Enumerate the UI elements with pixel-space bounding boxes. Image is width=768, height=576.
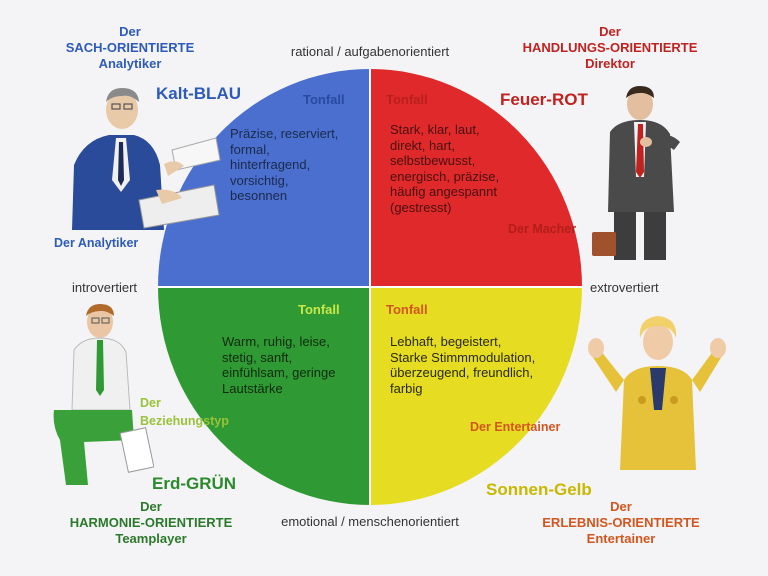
green-role-label: Der Beziehungstyp bbox=[140, 394, 229, 430]
blue-corner-line-2: SACH-ORIENTIERTE bbox=[65, 40, 195, 55]
axis-left-label: introvertiert bbox=[72, 280, 138, 295]
entertainer-illustration bbox=[588, 316, 726, 470]
teamplayer-illustration bbox=[53, 304, 154, 485]
yellow-role-label: Der Entertainer bbox=[470, 420, 561, 434]
red-corner-heading: Der HANDLUNGS-ORIENTIERTE Direktor bbox=[490, 24, 730, 72]
red-type-name: Feuer-ROT bbox=[500, 90, 588, 109]
quadrant-red bbox=[370, 69, 582, 287]
red-corner-line-2: HANDLUNGS-ORIENTIERTE bbox=[522, 40, 698, 55]
yellow-tonfall-heading: Tonfall bbox=[386, 302, 428, 317]
green-role-line-1: Der bbox=[140, 396, 161, 410]
green-corner-line-2: HARMONIE-ORIENTIERTE bbox=[69, 515, 233, 530]
green-description: Warm, ruhig, leise, stetig, sanft, einfü… bbox=[222, 334, 336, 396]
blue-corner-line-3: Analytiker bbox=[98, 56, 162, 71]
red-tonfall-heading: Tonfall bbox=[386, 92, 428, 107]
yellow-description: Lebhaft, begeistert, Starke Stimmmodulat… bbox=[390, 334, 536, 396]
director-illustration bbox=[592, 86, 680, 260]
blue-tonfall-heading: Tonfall bbox=[303, 92, 345, 107]
green-corner-heading: Der HARMONIE-ORIENTIERTE Teamplayer bbox=[40, 499, 262, 547]
axis-bottom-label: emotional / menschenorientiert bbox=[281, 514, 459, 529]
blue-type-name: Kalt-BLAU bbox=[156, 84, 241, 103]
yellow-type-name: Sonnen-Gelb bbox=[486, 480, 592, 499]
green-type-name: Erd-GRÜN bbox=[152, 474, 237, 493]
yellow-corner-heading: Der ERLEBNIS-ORIENTIERTE Entertainer bbox=[510, 499, 732, 547]
yellow-corner-line-3: Entertainer bbox=[586, 531, 656, 546]
quadrant-yellow bbox=[370, 287, 582, 505]
quadrant-green bbox=[158, 287, 370, 505]
yellow-corner-line-2: ERLEBNIS-ORIENTIERTE bbox=[542, 515, 700, 530]
blue-corner-line-1: Der bbox=[119, 24, 141, 39]
axis-right-label: extrovertiert bbox=[590, 280, 659, 295]
red-role-label: Der Macher bbox=[508, 222, 577, 236]
analyst-illustration bbox=[72, 88, 221, 230]
blue-corner-heading: Der SACH-ORIENTIERTE Analytiker bbox=[40, 24, 220, 72]
green-tonfall-heading: Tonfall bbox=[298, 302, 340, 317]
green-role-line-2: Beziehungstyp bbox=[140, 414, 229, 428]
yellow-corner-line-1: Der bbox=[610, 499, 632, 514]
red-corner-line-1: Der bbox=[599, 24, 621, 39]
red-description: Stark, klar, laut, direkt, hart, selbstb… bbox=[390, 122, 500, 215]
quadrant-blue bbox=[158, 69, 370, 287]
blue-role-label: Der Analytiker bbox=[54, 236, 139, 250]
green-corner-line-1: Der bbox=[140, 499, 162, 514]
red-corner-line-3: Direktor bbox=[585, 56, 635, 71]
blue-description: Präzise, reserviert, formal, hinterfrage… bbox=[230, 126, 339, 203]
axis-top-label: rational / aufgabenorientiert bbox=[290, 44, 450, 59]
green-corner-line-3: Teamplayer bbox=[115, 531, 187, 546]
